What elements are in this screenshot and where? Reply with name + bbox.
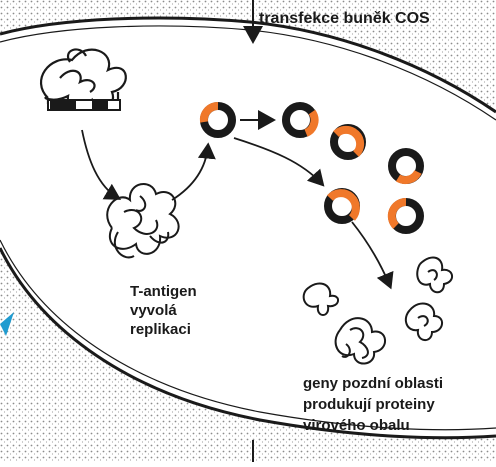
dna-insert-bar bbox=[48, 100, 120, 110]
arrow-to-proteins bbox=[352, 222, 390, 286]
late-genes-line-3: virového obalu bbox=[303, 415, 443, 436]
capsid-protein-2 bbox=[417, 257, 452, 292]
viral-dna-coil bbox=[41, 49, 126, 107]
plasmid-ring-6 bbox=[392, 202, 420, 230]
plasmid-ring-4 bbox=[392, 152, 420, 180]
capsid-protein-3 bbox=[336, 318, 385, 363]
t-antigen-line-2: vyvolá bbox=[130, 301, 197, 320]
late-genes-line-1: geny pozdní oblasti bbox=[303, 373, 443, 394]
plasmid-ring-1 bbox=[204, 106, 232, 134]
plasmid-ring-2 bbox=[286, 106, 315, 134]
plasmid-ring-3 bbox=[334, 128, 362, 156]
late-genes-label: geny pozdní oblasti produkují proteiny v… bbox=[303, 373, 443, 436]
t-antigen-label: T-antigen vyvolá replikaci bbox=[130, 282, 197, 339]
capsid-protein-4 bbox=[406, 303, 442, 340]
arrow-coil-to-tangle bbox=[82, 130, 118, 198]
transfection-label: transfekce buněk COS bbox=[259, 10, 430, 28]
arrow-to-lower-plasmids bbox=[234, 138, 322, 184]
t-antigen-line-3: replikaci bbox=[130, 320, 197, 339]
replicating-dna-tangle bbox=[107, 184, 178, 257]
late-genes-line-2: produkují proteiny bbox=[303, 394, 443, 415]
arrow-tangle-to-plasmid bbox=[172, 146, 208, 200]
plasmid-ring-5 bbox=[328, 192, 356, 220]
t-antigen-line-1: T-antigen bbox=[130, 282, 197, 301]
capsid-protein-1 bbox=[304, 283, 338, 315]
